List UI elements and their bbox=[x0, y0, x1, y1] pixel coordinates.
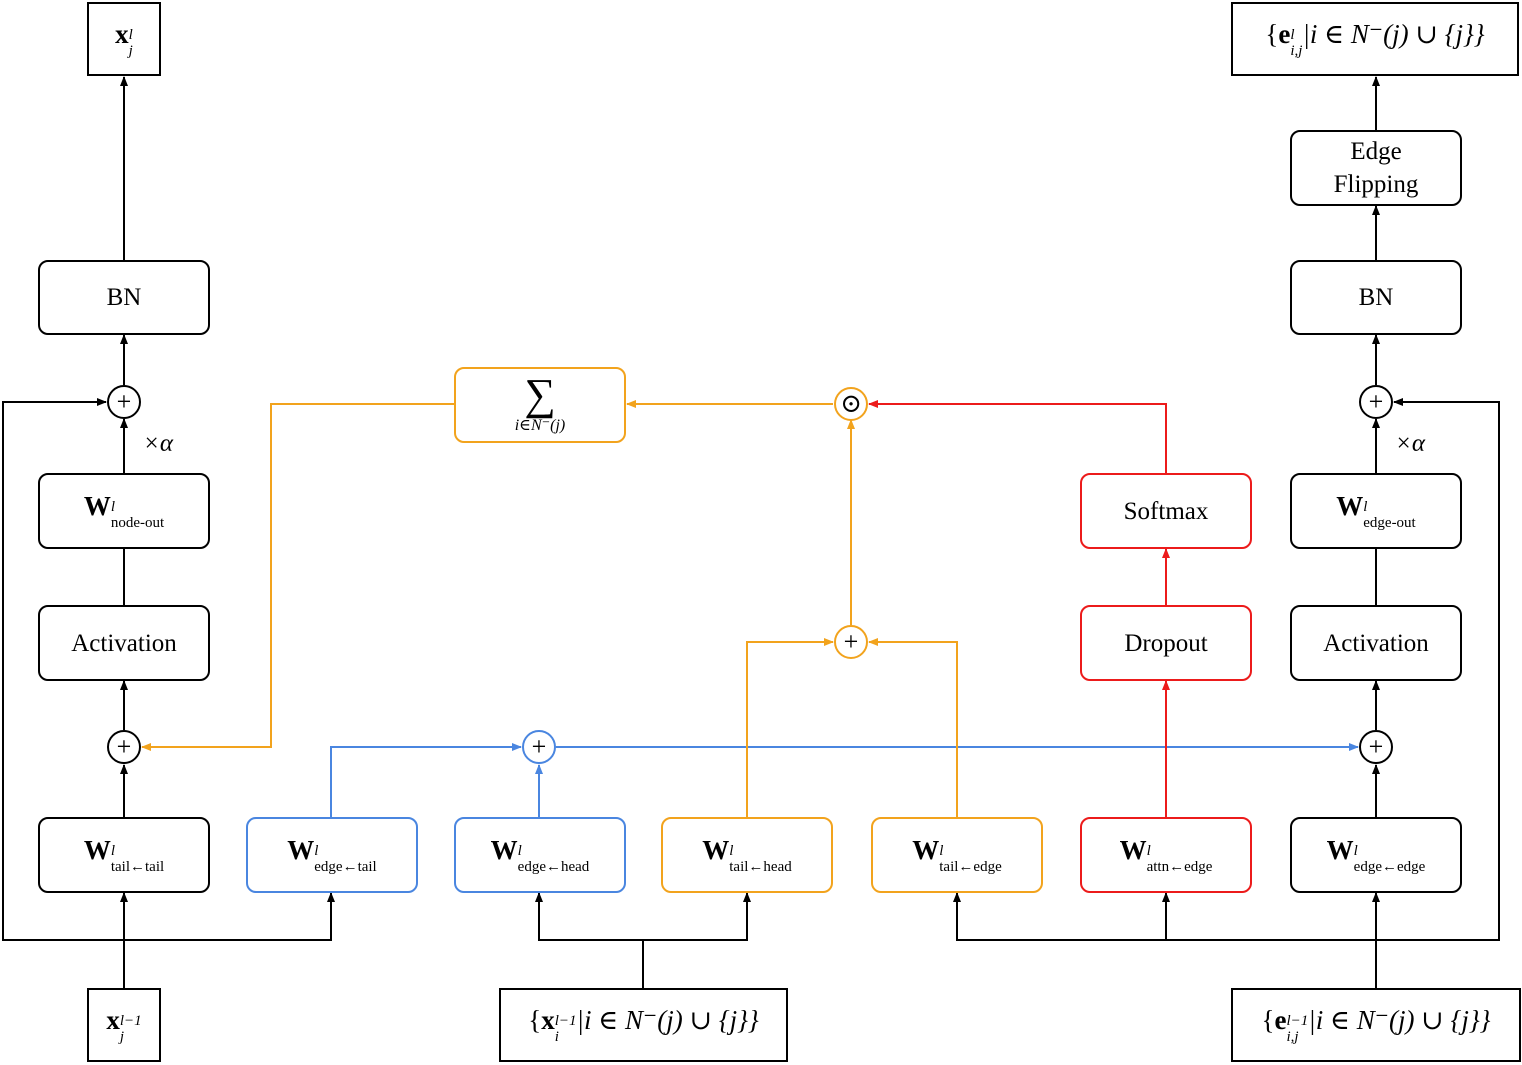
edge-message-plus: + bbox=[522, 730, 556, 764]
right-message-plus: + bbox=[1359, 730, 1393, 764]
left-scale-alpha-label: ×α bbox=[143, 430, 173, 457]
bn-left-block: BN bbox=[38, 260, 210, 335]
attention-odot: ⊙ bbox=[834, 387, 868, 421]
red-wires bbox=[868, 400, 1170, 817]
left-residual-plus: + bbox=[107, 385, 141, 419]
orange-wires bbox=[141, 400, 958, 817]
activation-left-block: Activation bbox=[38, 605, 210, 681]
bn-right-block: BN bbox=[1290, 260, 1462, 335]
edge-flipping-block: Edge Flipping bbox=[1290, 130, 1462, 206]
right-scale-alpha-label: ×α bbox=[1395, 430, 1425, 457]
black-wires bbox=[2, 76, 1500, 988]
activation-right-block: Activation bbox=[1290, 605, 1462, 681]
tail-message-plus: + bbox=[834, 625, 868, 659]
dropout-block: Dropout bbox=[1080, 605, 1252, 681]
neighbor-sum-block: ∑ i∈N⁻(j) bbox=[454, 367, 626, 443]
blue-wires bbox=[330, 743, 1359, 817]
left-message-plus: + bbox=[107, 730, 141, 764]
softmax-block: Softmax bbox=[1080, 473, 1252, 549]
right-residual-plus: + bbox=[1359, 385, 1393, 419]
